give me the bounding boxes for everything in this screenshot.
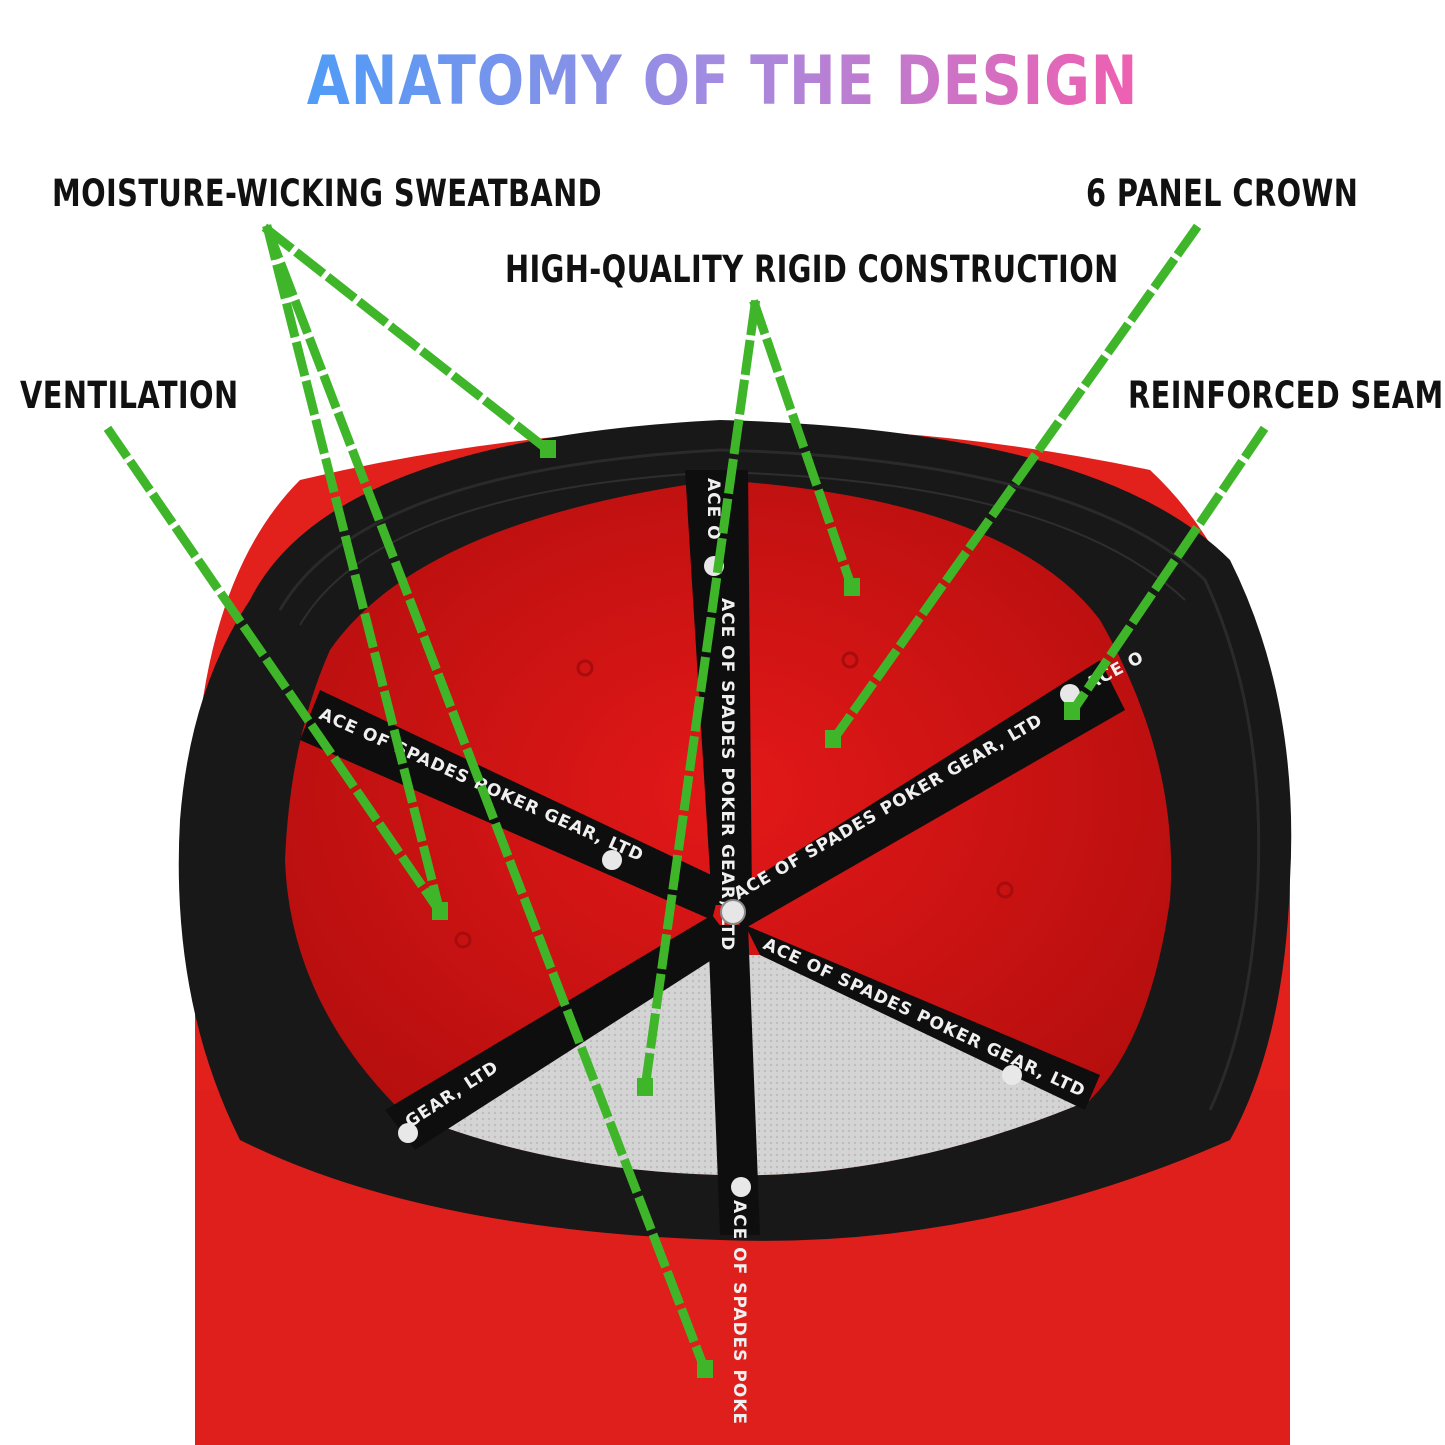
leader-tip bbox=[432, 902, 448, 920]
eyelet bbox=[576, 659, 594, 677]
spade-icon bbox=[1002, 1065, 1022, 1085]
spade-icon bbox=[602, 850, 622, 870]
callout-crown: 6 PANEL CROWN bbox=[1086, 172, 1359, 215]
ribbon-text-bottom: ACE OF SPADES POKE bbox=[729, 1200, 749, 1425]
callout-sweatband: MOISTURE-WICKING SWEATBAND bbox=[52, 172, 602, 215]
leader-sweatband-1 bbox=[261, 223, 555, 457]
callout-construction: HIGH-QUALITY RIGID CONSTRUCTION bbox=[505, 248, 1119, 291]
ribbon-text-top: ACE O bbox=[703, 478, 723, 541]
leader-tip bbox=[825, 730, 841, 748]
spade-icon bbox=[731, 1177, 751, 1197]
eyelet bbox=[454, 931, 472, 949]
seam-tape-lower-left bbox=[385, 915, 735, 1150]
spade-icon bbox=[1060, 684, 1080, 704]
leader-tip bbox=[1064, 702, 1080, 720]
leader-tip bbox=[844, 578, 860, 596]
callout-seams: REINFORCED SEAMS bbox=[1128, 374, 1445, 417]
leader-tips bbox=[432, 440, 1080, 1378]
crown-button bbox=[720, 899, 746, 925]
title-text: ANATOMY OF THE DESIGN bbox=[306, 42, 1139, 121]
eyelet bbox=[996, 881, 1014, 899]
leader-sweatband-2 bbox=[262, 224, 446, 918]
callout-ventilation: VENTILATION bbox=[20, 374, 239, 417]
eyelet bbox=[841, 651, 859, 669]
leader-construction-1 bbox=[749, 299, 858, 594]
spade-icon bbox=[398, 1123, 418, 1143]
eyelets bbox=[454, 651, 1014, 949]
leader-ventilation bbox=[103, 425, 447, 919]
leader-crown bbox=[826, 223, 1202, 747]
ribbon-text-vertical: ACE OF SPADES POKER GEAR, LTD bbox=[717, 598, 737, 951]
leader-tip bbox=[540, 440, 556, 458]
leader-seams bbox=[1065, 425, 1269, 719]
leader-lines bbox=[103, 223, 1269, 1376]
seam-tape-top bbox=[685, 470, 752, 905]
seam-tape-upper-right bbox=[728, 660, 1125, 930]
leader-sweatband-3 bbox=[262, 224, 711, 1376]
leader-tip bbox=[637, 1078, 653, 1096]
page-title: ANATOMY OF THE DESIGN bbox=[130, 42, 1315, 121]
seam-tape-bottom bbox=[708, 925, 760, 1235]
seam-tape-lower-right bbox=[745, 925, 1100, 1110]
leader-tip bbox=[697, 1360, 713, 1378]
leader-construction-2 bbox=[639, 299, 761, 1094]
